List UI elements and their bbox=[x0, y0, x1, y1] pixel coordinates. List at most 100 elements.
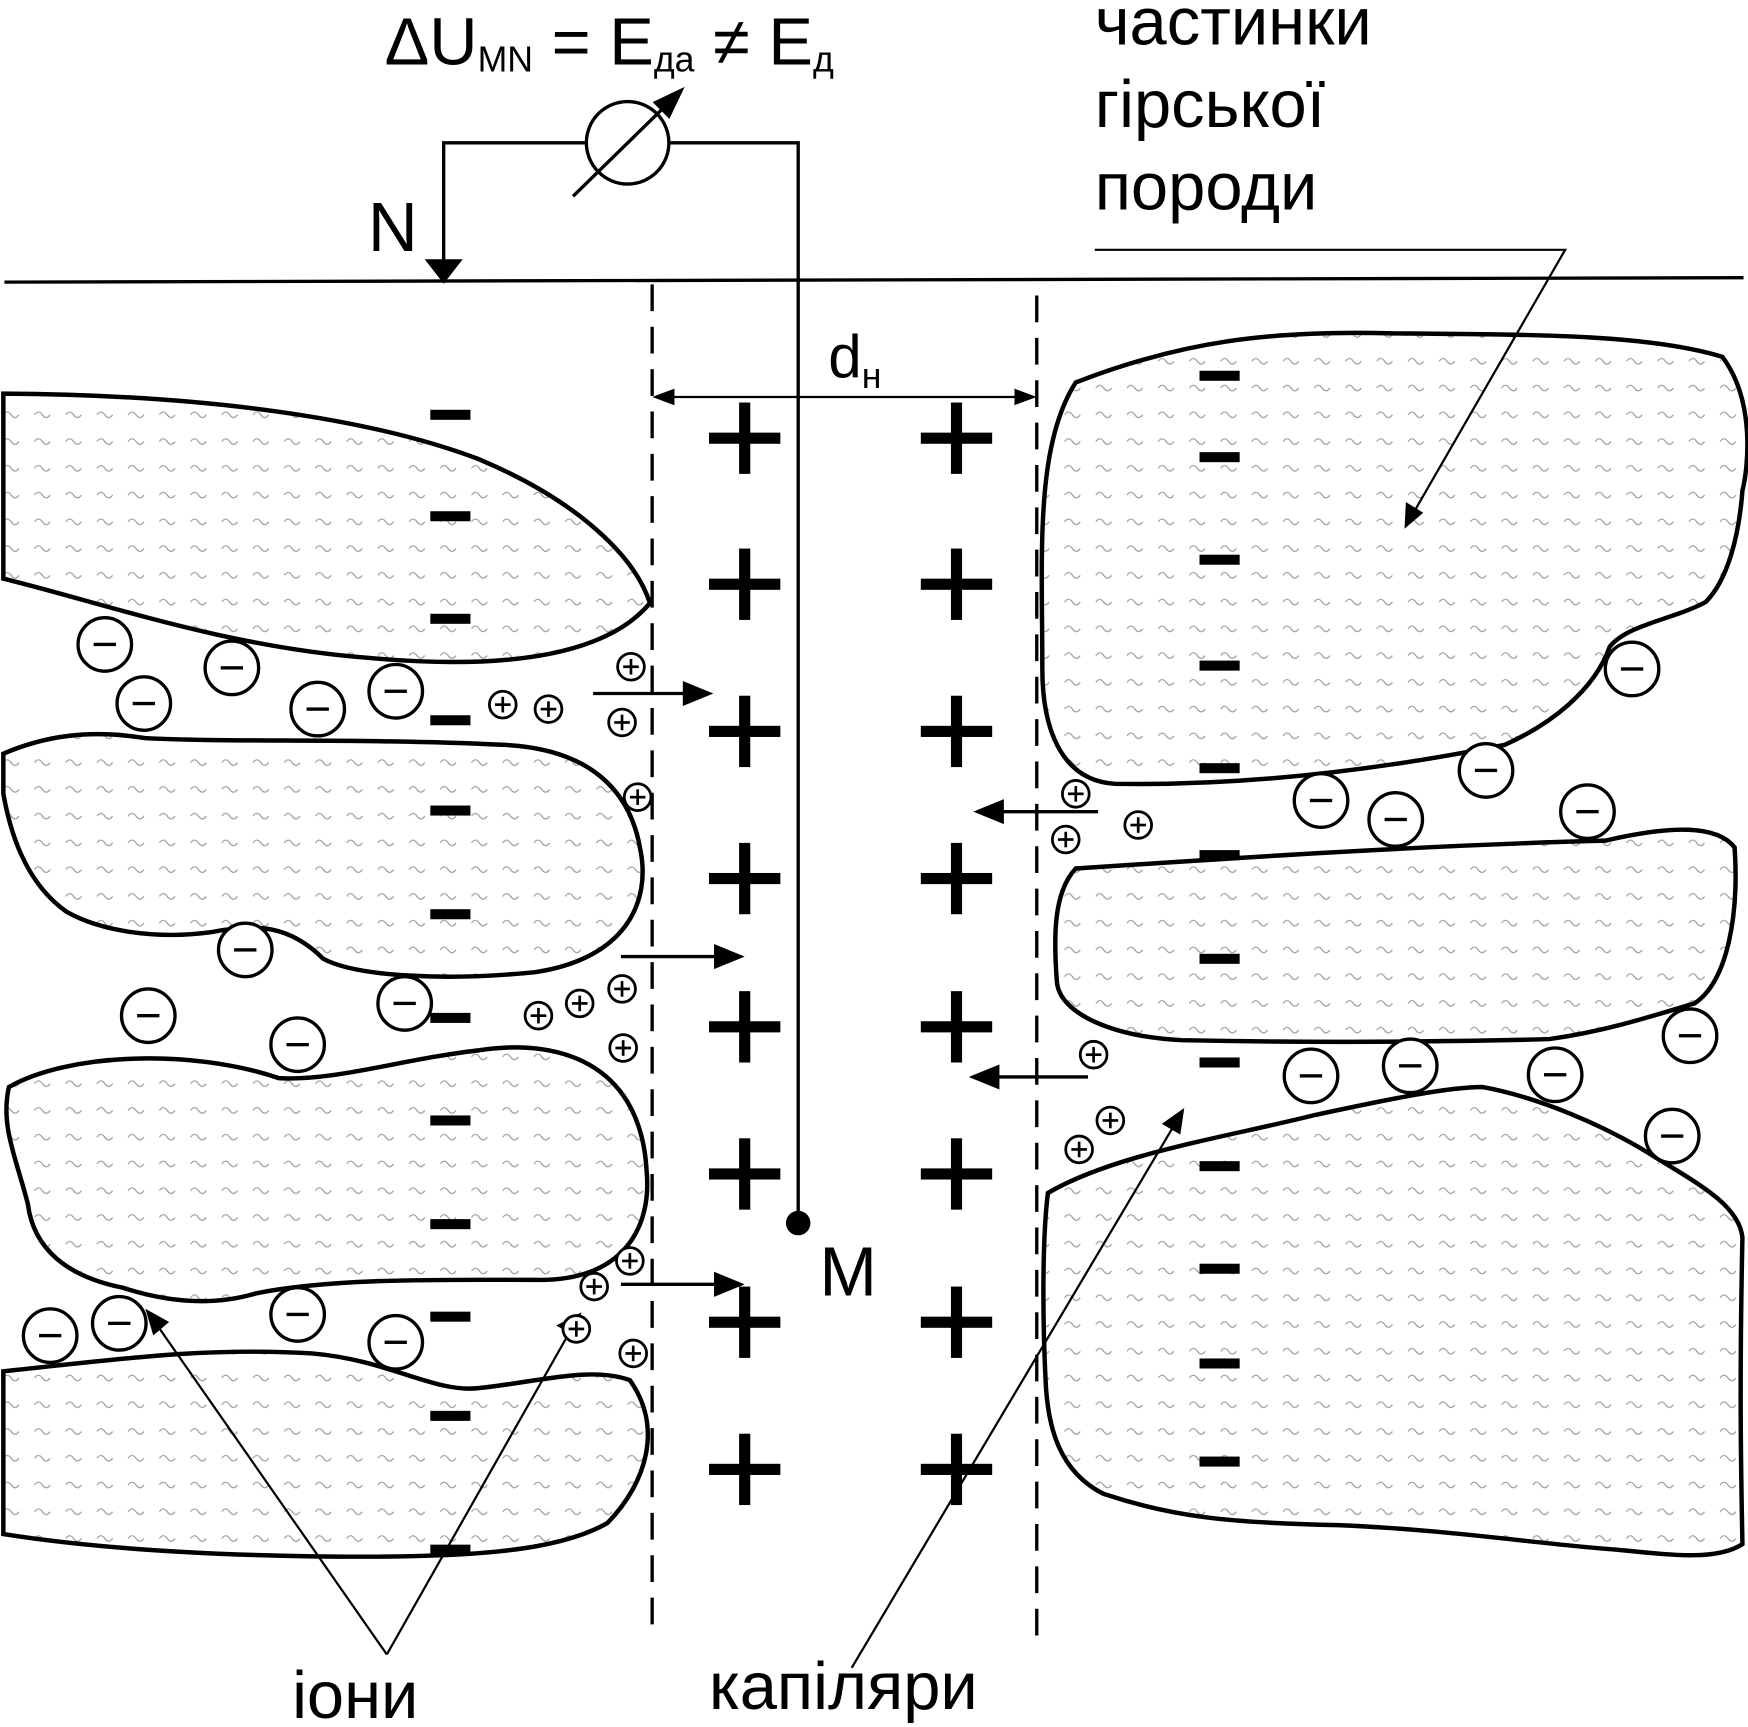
rock-particle-left-3 bbox=[4, 1045, 650, 1304]
negative-ion bbox=[1282, 1047, 1340, 1105]
rock-particles bbox=[1, 330, 1748, 1559]
negative-ion bbox=[367, 1313, 425, 1371]
positive-ion bbox=[1064, 1134, 1094, 1165]
positive-well-charge bbox=[709, 1433, 781, 1506]
wire-m bbox=[669, 141, 800, 1224]
particles-leader bbox=[1094, 248, 1568, 520]
negative-ion bbox=[21, 1307, 79, 1365]
positive-ion bbox=[618, 1338, 648, 1369]
positive-ion bbox=[616, 651, 646, 682]
rock-particle-right-1 bbox=[1039, 330, 1748, 787]
negative-ion bbox=[76, 616, 134, 673]
positive-ion bbox=[488, 689, 518, 720]
electrode-n-label: N bbox=[368, 188, 418, 266]
positive-well-charge bbox=[709, 1286, 781, 1358]
positive-ion bbox=[622, 782, 653, 812]
ions-label: іони bbox=[292, 1658, 418, 1727]
negative-surface-charge bbox=[1199, 1358, 1240, 1369]
negative-surface-charge bbox=[1199, 850, 1240, 861]
positive-well-charge bbox=[920, 548, 993, 620]
positive-ion bbox=[523, 1000, 554, 1031]
ground-surface-line bbox=[4, 276, 1744, 284]
negative-surface-charge bbox=[430, 1311, 471, 1322]
negative-ion bbox=[289, 680, 347, 738]
negative-surface-charge bbox=[1199, 1456, 1240, 1467]
positive-ion bbox=[579, 1271, 609, 1302]
electrode-m-label: M bbox=[819, 1232, 877, 1310]
ions-leader-1 bbox=[151, 1318, 388, 1656]
negative-surface-charge bbox=[1199, 554, 1240, 565]
negative-surface-charge bbox=[1199, 1263, 1240, 1274]
positive-well-charge bbox=[709, 402, 781, 474]
negative-ion bbox=[376, 974, 434, 1032]
negative-ion bbox=[1526, 1046, 1584, 1104]
negative-surface-charge bbox=[1199, 660, 1240, 671]
particles-label: частинки гірської породи bbox=[1095, 0, 1391, 225]
negative-ion bbox=[115, 675, 173, 732]
particles-label-line-3: породи bbox=[1095, 150, 1318, 225]
positive-ion bbox=[608, 1033, 638, 1063]
rock-particle-right-3 bbox=[1041, 1084, 1745, 1558]
flow-arrows bbox=[593, 680, 1099, 1297]
negative-surface-charge bbox=[430, 409, 471, 420]
negative-ion bbox=[1603, 640, 1661, 698]
positive-ion bbox=[1095, 1105, 1126, 1136]
positive-well-charge bbox=[709, 1138, 781, 1210]
negative-ion bbox=[1367, 791, 1425, 848]
negative-ion bbox=[119, 987, 177, 1045]
rock-particle-right-2 bbox=[1053, 827, 1738, 1044]
positive-well-charge bbox=[920, 1286, 993, 1358]
positive-ion bbox=[1123, 810, 1153, 840]
positive-ion bbox=[1078, 1039, 1109, 1070]
negative-surface-charge bbox=[430, 613, 471, 624]
negative-surface-charge bbox=[430, 1410, 471, 1421]
capillaries-label: капіляри bbox=[709, 1649, 978, 1724]
positive-ion bbox=[564, 988, 595, 1019]
positive-well-charge bbox=[920, 1138, 993, 1210]
negative-surface-charge bbox=[1199, 452, 1240, 463]
negative-ion bbox=[1643, 1107, 1701, 1165]
charges-layer bbox=[21, 370, 1719, 1555]
positive-ion bbox=[607, 974, 637, 1004]
potential-formula: ΔUMN = Eда ≠ Eд bbox=[385, 5, 834, 80]
capillaries-leader bbox=[850, 1117, 1180, 1669]
negative-ion bbox=[1292, 772, 1350, 829]
voltmeter-icon bbox=[584, 99, 671, 186]
negative-ion bbox=[269, 1286, 327, 1343]
negative-surface-charge bbox=[430, 1012, 471, 1023]
negative-surface-charge bbox=[1199, 1161, 1240, 1172]
positive-ion bbox=[1061, 779, 1091, 809]
negative-ion bbox=[1457, 741, 1515, 799]
negative-ion bbox=[269, 1016, 327, 1074]
negative-ion bbox=[1559, 783, 1616, 841]
positive-well-charge bbox=[920, 402, 993, 474]
measuring-circuit bbox=[424, 86, 800, 1224]
wire-n bbox=[442, 141, 586, 268]
negative-ion bbox=[367, 662, 425, 720]
negative-surface-charge bbox=[430, 1115, 471, 1126]
negative-ion bbox=[90, 1294, 148, 1352]
electrode-m-dot bbox=[785, 1210, 811, 1236]
voltmeter-arrow-head bbox=[652, 86, 685, 119]
negative-surface-charge bbox=[1199, 1057, 1240, 1068]
ions-leader-2 bbox=[385, 1321, 577, 1655]
negative-surface-charge bbox=[430, 715, 471, 726]
electrode-n-arrow bbox=[424, 259, 463, 284]
positive-ion bbox=[1050, 824, 1081, 855]
positive-well-charge bbox=[709, 842, 781, 915]
positive-well-charge bbox=[709, 548, 781, 620]
positive-well-charge bbox=[920, 991, 993, 1063]
positive-well-charge bbox=[709, 991, 781, 1063]
positive-well-charge bbox=[920, 695, 993, 768]
particles-label-line-1: частинки bbox=[1095, 0, 1372, 60]
rock-particle-left-2 bbox=[1, 731, 645, 979]
voltmeter-needle bbox=[571, 99, 673, 198]
negative-surface-charge bbox=[1199, 953, 1240, 964]
positive-ion bbox=[607, 707, 637, 738]
negative-ion bbox=[1661, 1007, 1719, 1065]
positive-ion bbox=[615, 1246, 645, 1276]
positive-well-charge bbox=[920, 842, 993, 915]
negative-surface-charge bbox=[430, 805, 471, 816]
negative-surface-charge bbox=[1199, 763, 1240, 774]
